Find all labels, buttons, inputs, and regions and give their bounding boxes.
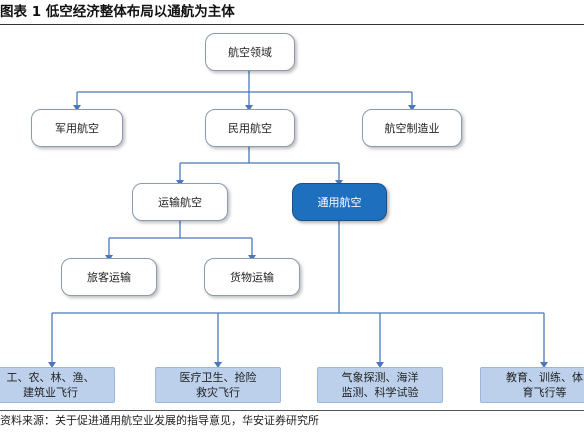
arrowhead-military: [73, 105, 81, 111]
arrowhead-app-3: [376, 362, 384, 368]
figure-title: 图表 1 低空经济整体布局以通航为主体: [0, 4, 235, 20]
arrowhead-app-2: [214, 362, 222, 368]
application-3-line2: 监测、科学试验: [341, 386, 419, 399]
node-transport-aviation: 运输航空: [132, 183, 228, 221]
arrowhead-app-1: [48, 362, 56, 368]
application-box-1: 工、农、林、渔、 建筑业飞行: [0, 367, 115, 403]
application-1-line2: 建筑业飞行: [23, 386, 78, 399]
connector-arrowheads: [48, 105, 548, 368]
source-divider: [0, 410, 584, 411]
application-box-3: 气象探测、海洋 监测、科学试验: [317, 367, 443, 403]
application-2-line1: 医疗卫生、抢险: [179, 371, 257, 384]
application-2-line2: 救灾飞行: [196, 386, 240, 399]
application-4-line1: 教育、训练、体: [506, 371, 583, 384]
node-general-aviation: 通用航空: [292, 183, 387, 221]
application-3-line1: 气象探测、海洋: [341, 371, 419, 384]
arrowhead-civil: [245, 105, 253, 111]
node-aviation-domain: 航空领域: [205, 33, 295, 71]
application-1-line1: 工、农、林、渔、: [6, 371, 95, 384]
application-box-2: 医疗卫生、抢险 救灾飞行: [155, 367, 281, 403]
node-passenger-transport: 旅客运输: [61, 258, 157, 296]
connector-group: [51, 70, 545, 362]
application-4-line2: 育飞行等: [522, 386, 567, 399]
source-note: 资料来源：关于促进通用航空业发展的指导意见，华安证券研究所: [0, 414, 319, 427]
application-box-4: 教育、训练、体 育飞行等: [480, 367, 584, 403]
node-civil-aviation: 民用航空: [205, 109, 295, 147]
title-divider: [0, 24, 584, 25]
arrowhead-manufacturing: [408, 105, 416, 111]
node-military-aviation: 军用航空: [31, 109, 123, 147]
node-cargo-transport: 货物运输: [204, 258, 300, 296]
node-aviation-manufacturing: 航空制造业: [362, 109, 462, 147]
arrowhead-app-4: [540, 362, 548, 368]
